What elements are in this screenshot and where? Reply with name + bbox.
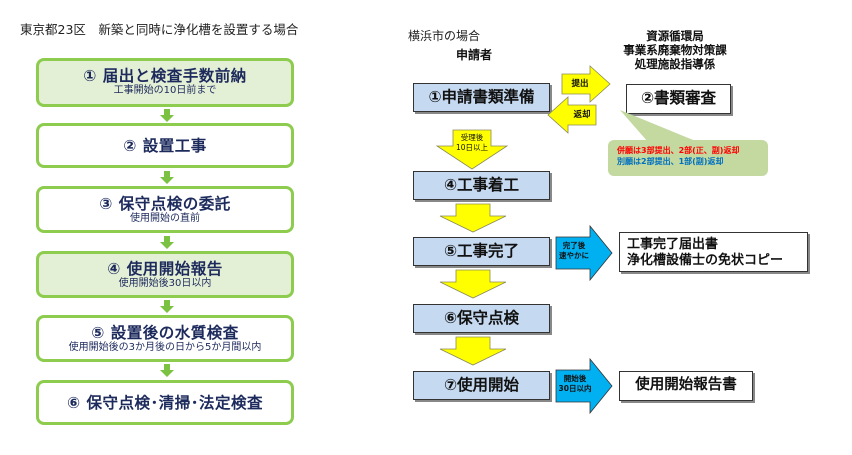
- yokohama-step-6: ⑥保守点検: [413, 304, 550, 333]
- tokyo-step-4-note: 使用開始後30日以内: [118, 278, 212, 289]
- return-arrow-icon: [547, 96, 597, 134]
- down-arrow-icon: [435, 129, 509, 170]
- tokyo-title: 東京都23区 新築と同時に浄化槽を設置する場合: [20, 22, 299, 37]
- after-start-line-1: 開始後: [563, 374, 587, 383]
- copy-note: 併願は3部提出、2部(正、副)返却 別願は2部提出、1部(副)返却: [608, 140, 768, 176]
- completion-doc-1: 工事完了届出書: [627, 237, 719, 252]
- after-receipt-label: 受理後 10日以上: [455, 133, 489, 153]
- tokyo-step-5-note: 使用開始後の3か月後の日から5か月間以内: [68, 342, 262, 353]
- tokyo-step-3: ③ 保守点検の委託 使用開始の直前: [36, 186, 294, 233]
- submit-arrow-icon: [561, 65, 611, 103]
- bureau-line-1: 資源循環局: [646, 29, 704, 43]
- tokyo-step-6-label: ⑥ 保守点検･清掃･法定検査: [66, 394, 264, 412]
- tokyo-step-1-note: 工事開始の10日前まで: [113, 85, 217, 96]
- applicant-label: 申請者: [456, 48, 493, 62]
- after-completion-label: 完了後 速やかに: [557, 241, 591, 261]
- down-arrow-icon: [160, 171, 174, 184]
- after-start-label: 開始後 30日以内: [557, 374, 593, 394]
- yokohama-step-4: ④工事着工: [413, 171, 550, 200]
- down-arrow-icon: [160, 300, 174, 313]
- tokyo-step-1-label: ① 届出と検査手数前納: [83, 67, 247, 85]
- after-receipt-line-1: 受理後: [460, 133, 484, 142]
- tokyo-step-4: ④ 使用開始報告 使用開始後30日以内: [36, 251, 294, 298]
- right-arrow-icon: [555, 224, 613, 282]
- bureau-line-3: 処理施設指導係: [634, 57, 716, 71]
- down-arrow-icon: [160, 236, 174, 249]
- tokyo-step-1: ① 届出と検査手数前納 工事開始の10日前まで: [36, 58, 294, 107]
- down-arrow-icon: [439, 269, 507, 299]
- tokyo-step-3-note: 使用開始の直前: [130, 213, 200, 224]
- after-receipt-line-2: 10日以上: [455, 143, 489, 152]
- yokohama-title: 横浜市の場合: [408, 29, 481, 43]
- tokyo-step-5: ⑤ 設置後の水質検査 使用開始後の3か月後の日から5か月間以内: [36, 315, 294, 362]
- submit-label: 提出: [571, 79, 589, 89]
- after-completion-line-2: 速やかに: [559, 251, 589, 260]
- tokyo-step-6: ⑥ 保守点検･清掃･法定検査: [36, 380, 294, 425]
- note-separate: 別願は2部提出、1部(副)返却: [617, 157, 724, 166]
- yokohama-step-7: ⑦使用開始: [413, 371, 550, 400]
- yokohama-step-5: ⑤工事完了: [413, 237, 550, 266]
- bureau-line-2: 事業系廃棄物対策課: [623, 43, 727, 57]
- tokyo-step-4-label: ④ 使用開始報告: [107, 260, 223, 278]
- down-arrow-icon: [439, 203, 507, 233]
- start-report-box: 使用開始報告書: [619, 371, 753, 401]
- after-completion-line-1: 完了後: [562, 241, 586, 250]
- down-arrow-icon: [160, 109, 174, 122]
- completion-documents-box: 工事完了届出書 浄化槽設備士の免状コピー: [619, 232, 808, 272]
- tokyo-step-2-label: ② 設置工事: [123, 137, 207, 155]
- note-combined: 併願は3部提出、2部(正、副)返却: [617, 146, 740, 155]
- callout-pointer: [620, 110, 698, 142]
- tokyo-step-3-label: ③ 保守点検の委託: [99, 195, 231, 213]
- tokyo-step-2: ② 設置工事: [36, 123, 294, 168]
- down-arrow-icon: [160, 364, 174, 377]
- right-arrow-icon: [555, 357, 613, 415]
- return-label: 返却: [573, 110, 591, 120]
- yokohama-step-2: ②書類審査: [626, 84, 731, 114]
- down-arrow-icon: [439, 336, 507, 366]
- bureau-label: 資源循環局 事業系廃棄物対策課 処理施設指導係: [600, 29, 750, 71]
- after-start-line-2: 30日以内: [558, 384, 592, 393]
- completion-doc-2: 浄化槽設備士の免状コピー: [627, 253, 784, 268]
- tokyo-step-5-label: ⑤ 設置後の水質検査: [91, 324, 239, 342]
- yokohama-step-1: ①申請書類準備: [413, 83, 550, 112]
